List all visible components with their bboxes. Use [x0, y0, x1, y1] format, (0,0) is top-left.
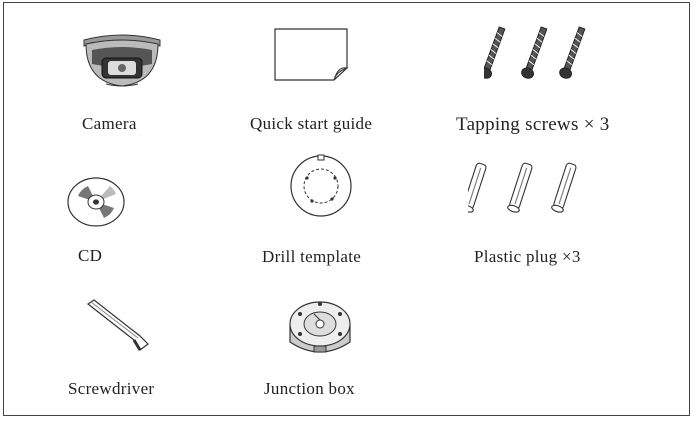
- quick-start-guide-label: Quick start guide: [250, 114, 373, 133]
- cd-label: CD: [78, 246, 103, 265]
- cd-icon: [66, 176, 126, 228]
- junction-box-label: Junction box: [264, 379, 355, 398]
- tapping-screws-label: Tapping screws × 3: [456, 114, 610, 135]
- document-icon: [272, 26, 352, 82]
- package-contents-frame: [3, 2, 690, 416]
- screwdriver-label: Screwdriver: [68, 379, 155, 398]
- drill-template-icon: [288, 152, 354, 218]
- drill-template-label: Drill template: [262, 247, 362, 266]
- hex-key-icon: [84, 298, 152, 358]
- junction-box-icon: [284, 296, 356, 364]
- dome-camera-icon: [78, 20, 166, 90]
- plastic-plug-label: Plastic plug ×3: [474, 247, 581, 266]
- plastic-plug-icon: [461, 160, 588, 216]
- camera-label: Camera: [82, 114, 137, 133]
- screws-icon: [479, 26, 600, 88]
